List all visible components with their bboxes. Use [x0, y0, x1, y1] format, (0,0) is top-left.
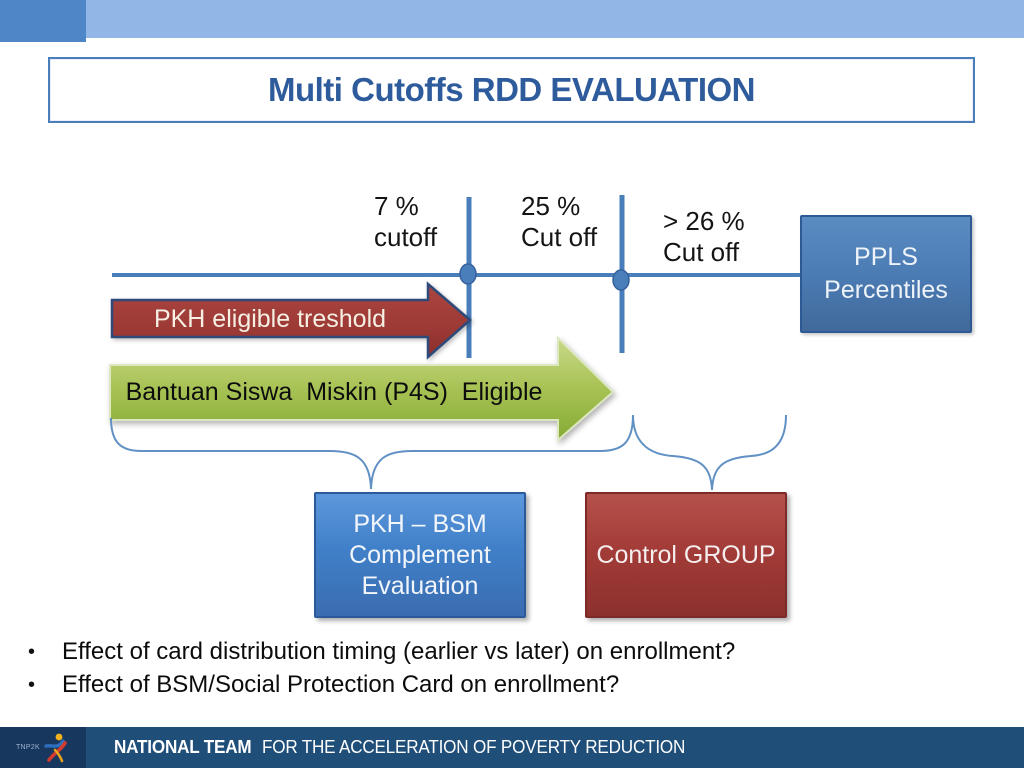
footer-bar — [0, 727, 1024, 768]
cutoff-25-label-line2: Cut off — [521, 222, 598, 252]
tnp2k-logo-text: TNP2K — [15, 744, 41, 751]
pkh-threshold-arrow-label: PKH eligible treshold — [153, 305, 387, 333]
footer-title-bold: NATIONAL TEAM — [114, 737, 252, 757]
bullet-marker: • — [28, 641, 36, 663]
ppls-box-line2: Percentiles — [824, 276, 948, 304]
pkh-bsm-box-line1: PKH – BSM — [353, 509, 487, 538]
list-item: • Effect of BSM/Social Protection Card o… — [28, 669, 988, 701]
control-group-box-label: Control GROUP — [596, 540, 776, 569]
cutoff-26-label-line2: Cut off — [663, 237, 740, 267]
pkh-bsm-complement-box: PKH – BSM Complement Evaluation — [314, 492, 526, 618]
bullet-list: • Effect of card distribution timing (ea… — [28, 636, 988, 702]
cutoff-26-label: > 26 % Cut off — [663, 206, 745, 268]
top-banner-bar — [0, 0, 1024, 38]
pkh-bsm-box-line3: Evaluation — [361, 571, 479, 600]
cutoff-7-label: 7 % cutoff — [374, 191, 437, 253]
bullet-text-1: Effect of card distribution timing (earl… — [62, 638, 736, 665]
pkh-bsm-group-brace — [110, 414, 634, 490]
ppls-box-line1: PPLS — [854, 243, 918, 271]
footer-title-rest: FOR THE ACCELERATION OF POVERTY REDUCTIO… — [261, 737, 686, 757]
footer-title: NATIONAL TEAM FOR THE ACCELERATION OF PO… — [114, 727, 685, 768]
cutoff-25-label-line1: 25 % — [521, 191, 581, 221]
bullet-marker: • — [28, 674, 36, 696]
bsm-eligible-arrow — [109, 335, 615, 443]
cutoff-7-label-line2: cutoff — [374, 222, 438, 252]
pkh-bsm-box-line2: Complement — [349, 540, 491, 569]
cutoff-7-point — [459, 263, 477, 285]
bsm-eligible-arrow-label: Bantuan Siswa Miskin (P4S) Eligible — [125, 378, 543, 406]
page-title: Multi Cutoffs RDD EVALUATION — [267, 71, 756, 108]
bullet-text-2: Effect of BSM/Social Protection Card on … — [62, 671, 620, 698]
control-group-box: Control GROUP — [585, 492, 787, 618]
footer-logo-block: TNP2K — [0, 727, 86, 768]
control-group-brace — [632, 414, 787, 491]
ppls-percentiles-box: PPLS Percentiles — [800, 215, 972, 333]
cutoff-25-point — [612, 269, 630, 291]
pkh-threshold-arrow — [110, 281, 472, 360]
cutoff-7-label-line1: 7 % — [374, 191, 419, 221]
list-item: • Effect of card distribution timing (ea… — [28, 636, 988, 668]
cutoff-26-label-line1: > 26 % — [663, 206, 745, 236]
top-banner-accent-square — [0, 0, 86, 42]
tnp2k-logo-icon — [44, 733, 67, 762]
title-box: Multi Cutoffs RDD EVALUATION — [48, 57, 975, 123]
cutoff-25-label: 25 % Cut off — [521, 191, 597, 253]
